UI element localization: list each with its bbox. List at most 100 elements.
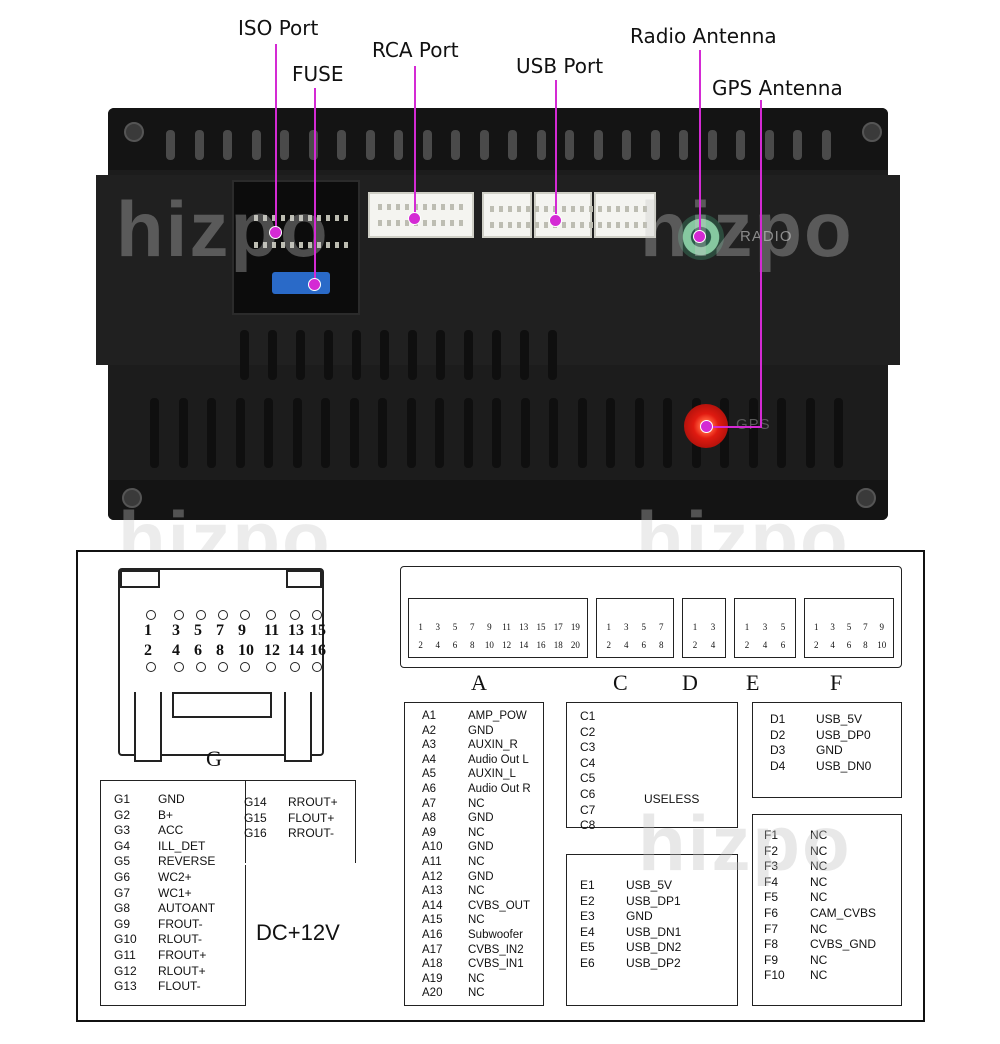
pin-function: NC (468, 885, 485, 898)
pin-id: A5 (422, 768, 437, 781)
strip-pin-number: 1 (813, 622, 819, 632)
strip-pin-number: 10 (877, 640, 887, 650)
vent-slot (296, 330, 305, 380)
callout-fuse: FUSE (292, 62, 344, 86)
pin-id: E4 (580, 924, 595, 939)
strip-pin-number: 1 (418, 622, 423, 632)
c-useless-note: USELESS (644, 792, 700, 806)
pin-table-g-frame (100, 780, 246, 1006)
rca-pins-row (378, 204, 464, 210)
vent-slot (520, 398, 530, 468)
pin-row: C3 (580, 740, 596, 755)
pin-id: E3 (580, 909, 595, 924)
strip-pin-number: 10 (484, 640, 494, 650)
g-pin-number: 14 (288, 642, 304, 659)
pin-function: USB_DN0 (816, 758, 872, 773)
vent-slot (622, 130, 631, 160)
strip-pin-number: 3 (624, 622, 629, 632)
pin-id: F2 (764, 843, 779, 858)
g-pin-number: 12 (264, 642, 280, 659)
pin-function: CVBS_OUT (468, 899, 530, 912)
pin-function: NC (810, 968, 828, 983)
vent-slot (292, 398, 302, 468)
pin-id: A7 (422, 797, 437, 810)
pin-id: A1 (422, 710, 437, 722)
bottom-flange (108, 480, 888, 520)
pin-row: C6 (580, 786, 596, 801)
vent-slot (435, 398, 444, 468)
strip-pin-number: 7 (469, 622, 475, 632)
g-pin-number: 2 (144, 642, 152, 659)
pin-table-f-frame (752, 814, 902, 1006)
g-pin-hole (174, 662, 184, 672)
g-pin-hole (312, 610, 322, 620)
pin-id: E1 (580, 878, 595, 892)
g-latch (120, 570, 160, 588)
strip-pin-number: 15 (536, 622, 546, 632)
fuse-icon (272, 272, 330, 294)
strip-connector-e (734, 598, 796, 658)
vent-slot (207, 398, 216, 468)
g-pin-number: 4 (172, 642, 180, 659)
strip-pin-number: 6 (641, 640, 647, 650)
pin-id: A3 (422, 739, 437, 752)
pin-id: D3 (770, 743, 786, 758)
vent-slot (707, 130, 717, 160)
g-pin-number: 8 (216, 642, 224, 659)
leader-line (414, 66, 416, 218)
pin-function: RLOUT+ (158, 963, 206, 978)
connector-letter-d: D (682, 670, 698, 695)
strip-pin-number: 12 (502, 640, 512, 650)
pin-function: CVBS_IN1 (468, 958, 524, 971)
callout-rca-port: RCA Port (372, 38, 459, 62)
vent-slot (805, 398, 815, 468)
pin-function: WC1+ (158, 885, 192, 900)
pin-function: NC (468, 914, 485, 927)
g-pin-number: 7 (216, 622, 224, 639)
strip-pin-number: 2 (692, 640, 698, 650)
usb-port-f (594, 192, 656, 238)
g-lock-tab (172, 692, 272, 718)
pin-id: E5 (580, 940, 595, 955)
strip-pin-number: 7 (863, 622, 868, 632)
vent-slot (663, 398, 672, 468)
pin-function: GND (158, 792, 185, 806)
leader-line (708, 426, 762, 428)
vent-slot (451, 130, 460, 160)
connector-letter-e: E (746, 670, 760, 695)
top-flange (108, 108, 888, 170)
pin-id: A8 (422, 812, 437, 825)
strip-pin-number: 6 (846, 640, 852, 650)
pin-function: Subwoofer (468, 928, 523, 941)
pin-function: B+ (158, 807, 174, 822)
strip-pin-number: 18 (553, 640, 563, 650)
usb-port-e (534, 192, 592, 238)
vent-slot (634, 398, 644, 468)
vent-slot (593, 130, 603, 160)
pin-function: ACC (158, 823, 184, 838)
pin-id: G7 (114, 885, 131, 900)
pin-function: NC (810, 890, 828, 905)
strip-pin-number: 8 (469, 640, 475, 650)
pin-row: C2 (580, 724, 596, 739)
pin-function: FLOUT- (158, 979, 201, 994)
radio-marking: RADIO (740, 228, 793, 245)
strip-pin-number: 7 (659, 622, 664, 632)
g-pin-hole (240, 662, 250, 672)
g-pin-number: 10 (238, 642, 254, 659)
vent-slot (679, 130, 688, 160)
pin-function: AUXIN_R (468, 739, 518, 752)
pin-id: A15 (422, 914, 443, 927)
